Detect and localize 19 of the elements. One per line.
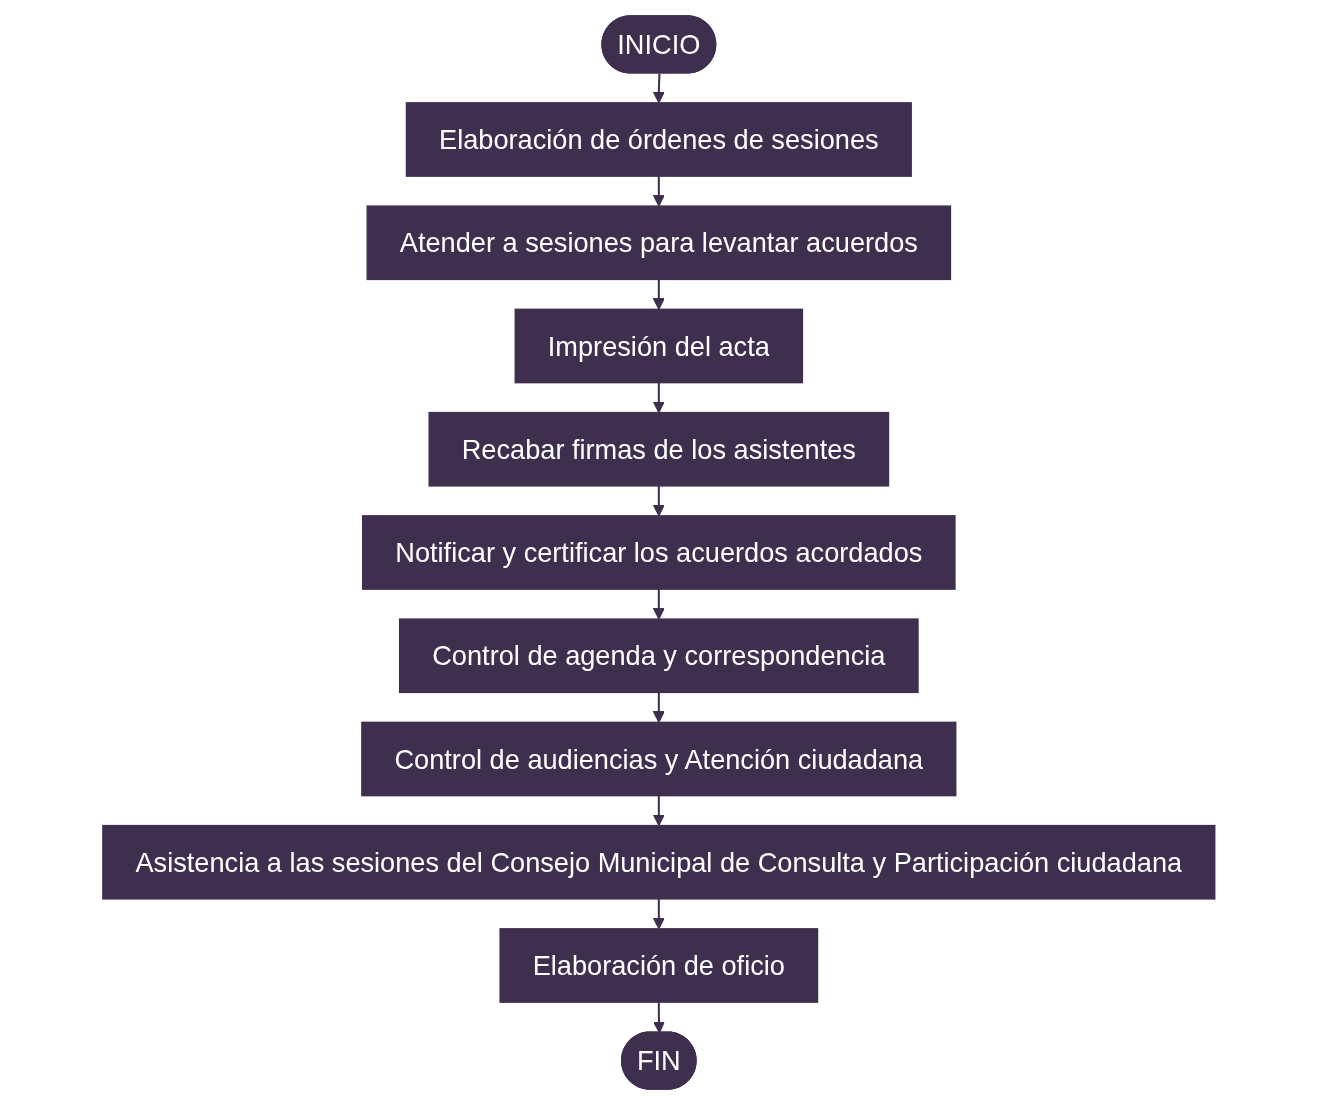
node-box: Recabar firmas de los asistentes [428,411,889,487]
arrow [652,279,665,310]
node-box: Impresión del acta [514,308,803,384]
node-box: Elaboración de órdenes de sesiones [405,102,912,177]
node-box: Atender a sesiones para levantar acuerdos [366,205,951,281]
node-box: Asistencia a las sesiones del Consejo Municipal de Consulta y Participación ciudadana [101,824,1216,900]
arrow [652,589,665,620]
arrow [652,1002,665,1034]
arrow [652,73,665,104]
node-box: Notificar y certificar los acuerdos acordados [361,515,956,590]
arrow [652,382,665,414]
arrow [652,898,665,930]
node-box: Control de audiencias y Atención ciudadana [360,721,957,797]
node-box: Elaboración de oficio [499,928,818,1003]
node-box: Control de agenda y correspondencia [398,618,919,694]
arrow [652,485,665,517]
arrow [652,692,665,723]
arrow [652,795,665,827]
arrow [652,176,665,207]
